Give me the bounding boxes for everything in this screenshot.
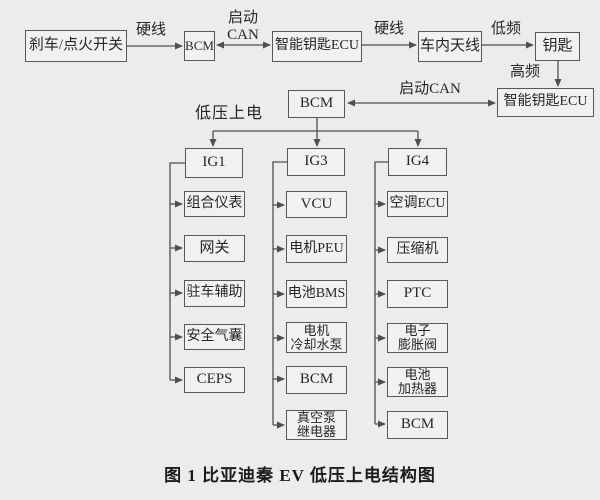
node-electronic-expansion-valve: 电子 膨胀阀 bbox=[387, 323, 448, 353]
node-ig4: IG4 bbox=[388, 148, 447, 176]
node-ceps: CEPS bbox=[184, 367, 245, 393]
label-hardwire-1: 硬线 bbox=[135, 22, 166, 38]
node-ac-ecu: 空调ECU bbox=[387, 191, 448, 217]
label-low-voltage-power-on: 低压上电 bbox=[194, 105, 263, 122]
node-battery-bms: 电池BMS bbox=[286, 280, 347, 308]
node-ig1: IG1 bbox=[185, 148, 243, 178]
node-parking-assist: 驻车辅助 bbox=[184, 280, 245, 307]
node-airbag: 安全气囊 bbox=[184, 324, 245, 350]
label-high-frequency: 高频 bbox=[509, 64, 540, 80]
node-compressor: 压缩机 bbox=[387, 237, 448, 263]
node-vcu: VCU bbox=[286, 191, 347, 218]
node-vacuum-pump-relay: 真空泵 继电器 bbox=[286, 410, 347, 440]
node-bcm-ig3: BCM bbox=[286, 366, 347, 394]
node-bcm-ig4: BCM bbox=[387, 411, 448, 439]
node-motor-cooling-pump: 电机 冷却水泵 bbox=[286, 322, 347, 353]
node-smart-key-ecu-2: 智能钥匙ECU bbox=[497, 88, 594, 117]
node-brake-ignition-switch: 刹车/点火开关 bbox=[25, 30, 127, 62]
label-start-can-mid: 启动CAN bbox=[399, 81, 461, 97]
node-ptc: PTC bbox=[387, 280, 448, 308]
node-battery-heater: 电池 加热器 bbox=[387, 367, 448, 397]
node-bcm-2: BCM bbox=[288, 90, 345, 118]
node-key-fob: 钥匙 bbox=[535, 32, 580, 61]
node-ig3: IG3 bbox=[287, 148, 345, 176]
label-hardwire-2: 硬线 bbox=[373, 21, 404, 37]
node-motor-peu: 电机PEU bbox=[286, 235, 347, 263]
figure-caption: 图 1 比亚迪秦 EV 低压上电结构图 bbox=[164, 466, 436, 485]
node-bcm-top: BCM bbox=[184, 31, 215, 61]
node-interior-antenna: 车内天线 bbox=[418, 31, 482, 62]
node-smart-key-ecu-1: 智能钥匙ECU bbox=[272, 31, 362, 62]
node-gateway: 网关 bbox=[184, 235, 245, 262]
label-low-frequency: 低频 bbox=[490, 21, 521, 37]
node-instrument-cluster: 组合仪表 bbox=[184, 191, 245, 217]
label-start-can-top: 启动 CAN bbox=[227, 10, 259, 43]
